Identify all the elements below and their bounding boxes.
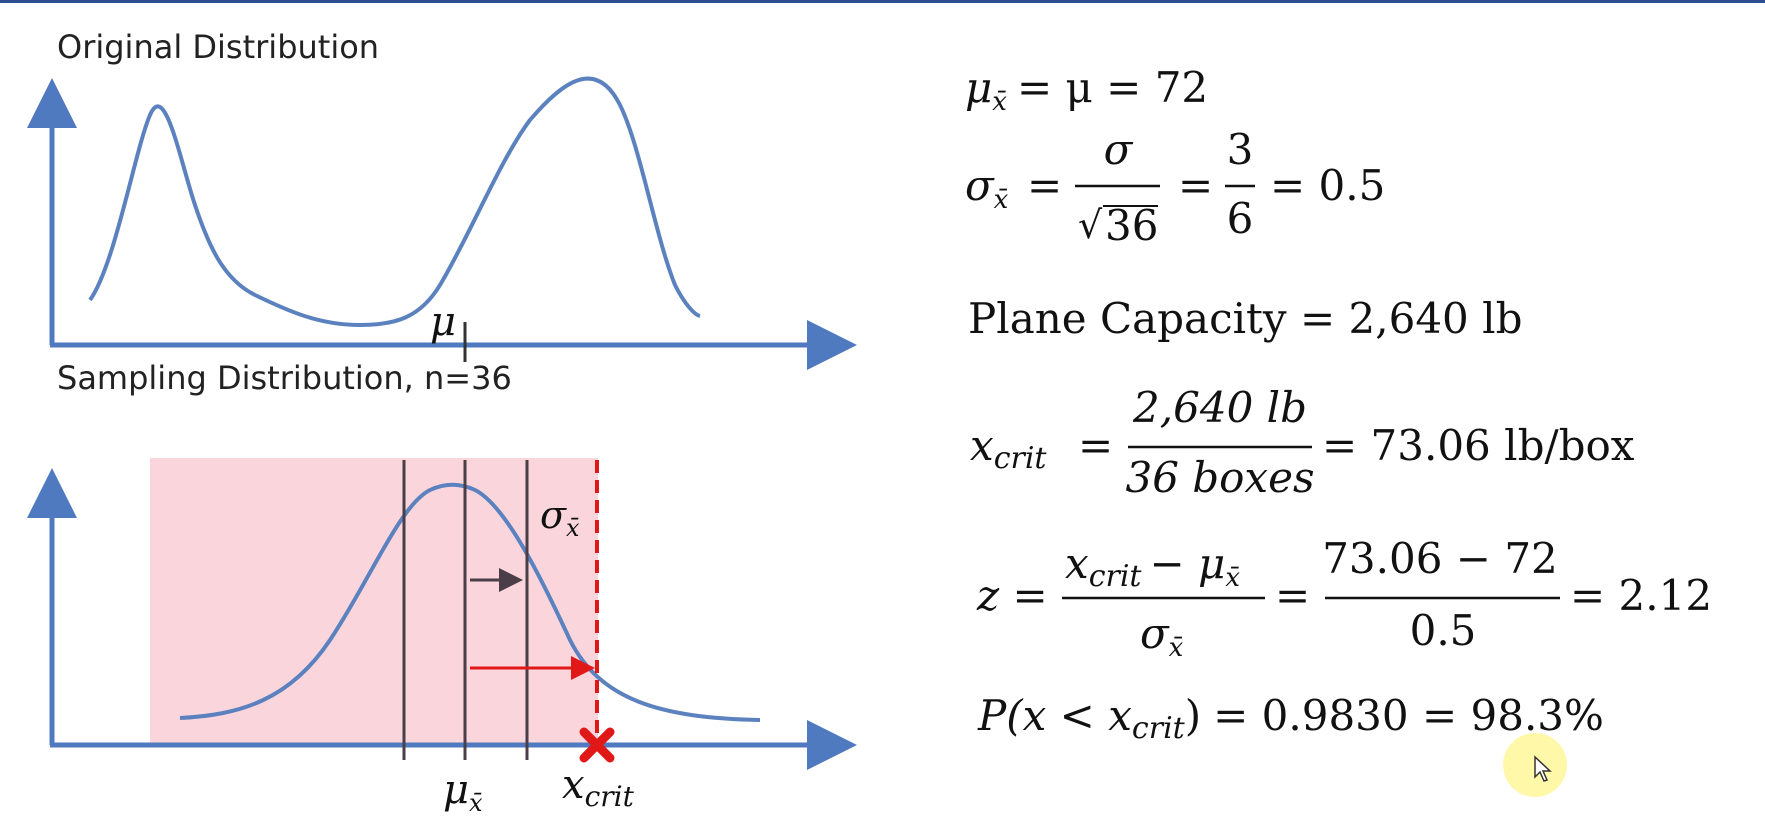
- svg-text:√: √: [1078, 203, 1103, 247]
- original-distribution-title: Original Distribution: [57, 28, 380, 66]
- sampling-distribution-title: Sampling Distribution, n=36: [57, 359, 512, 397]
- svg-text:= 73.06 lb/box: = 73.06 lb/box: [1322, 421, 1635, 470]
- normal-curve: [179, 482, 761, 722]
- eq-plane-capacity: Plane Capacity = 2,640 lb: [968, 294, 1522, 343]
- svg-text:=: =: [1027, 161, 1062, 210]
- equations-panel: μx̄= μ = 72 σx̄ = σ √ 36 = 3 6 = 0.5 Pla…: [965, 63, 1712, 797]
- svg-text:6: 6: [1227, 194, 1254, 243]
- slide-top-border: [0, 0, 1765, 3]
- svg-text:= 2.12: = 2.12: [1570, 571, 1712, 620]
- sigma-xbar-label: σx̄: [540, 493, 580, 542]
- mu-xbar-label: μx̄: [443, 767, 483, 817]
- original-distribution-plot: μ: [27, 76, 857, 370]
- svg-text:=: =: [1178, 161, 1213, 210]
- svg-text:xcrit: xcrit: [970, 421, 1047, 476]
- eq-z-score: z = xcrit− μx̄ σx̄ = 73.06 − 72 0.5 = 2.…: [976, 534, 1712, 663]
- bimodal-curve: [88, 76, 701, 328]
- svg-text:36: 36: [1105, 201, 1158, 250]
- svg-text:= 0.5: = 0.5: [1270, 161, 1385, 210]
- svg-text:0.5: 0.5: [1410, 606, 1477, 655]
- sampling-distribution-plot: σx̄ μx̄ xcrit: [27, 458, 857, 817]
- eq-probability: P(x < xcrit)= 0.9830 = 98.3%: [977, 691, 1604, 746]
- svg-text:36 boxes: 36 boxes: [1125, 453, 1314, 502]
- x-crit-label: xcrit: [562, 762, 635, 813]
- svg-text:xcrit− μx̄: xcrit− μx̄: [1065, 539, 1240, 594]
- eq-standard-error: σx̄ = σ √ 36 = 3 6 = 0.5: [965, 125, 1385, 250]
- mu-label: μ: [430, 299, 456, 345]
- svg-text:σ: σ: [1104, 125, 1134, 174]
- svg-text:σx̄: σx̄: [1140, 609, 1184, 663]
- svg-text:=: =: [1275, 571, 1310, 620]
- svg-text:3: 3: [1227, 125, 1254, 174]
- svg-text:z =: z =: [976, 571, 1048, 620]
- mouse-cursor-icon: [1534, 755, 1552, 782]
- shaded-probability-region: [150, 458, 598, 745]
- svg-text:=: =: [1078, 421, 1113, 470]
- svg-text:σx̄: σx̄: [965, 161, 1009, 215]
- eq-mean: μx̄= μ = 72: [965, 63, 1208, 117]
- svg-text:2,640 lb: 2,640 lb: [1132, 383, 1307, 432]
- eq-x-crit: xcrit = 2,640 lb 36 boxes = 73.06 lb/box: [970, 383, 1635, 502]
- svg-text:73.06 − 72: 73.06 − 72: [1322, 534, 1558, 583]
- critical-x-mark-icon: [579, 727, 615, 763]
